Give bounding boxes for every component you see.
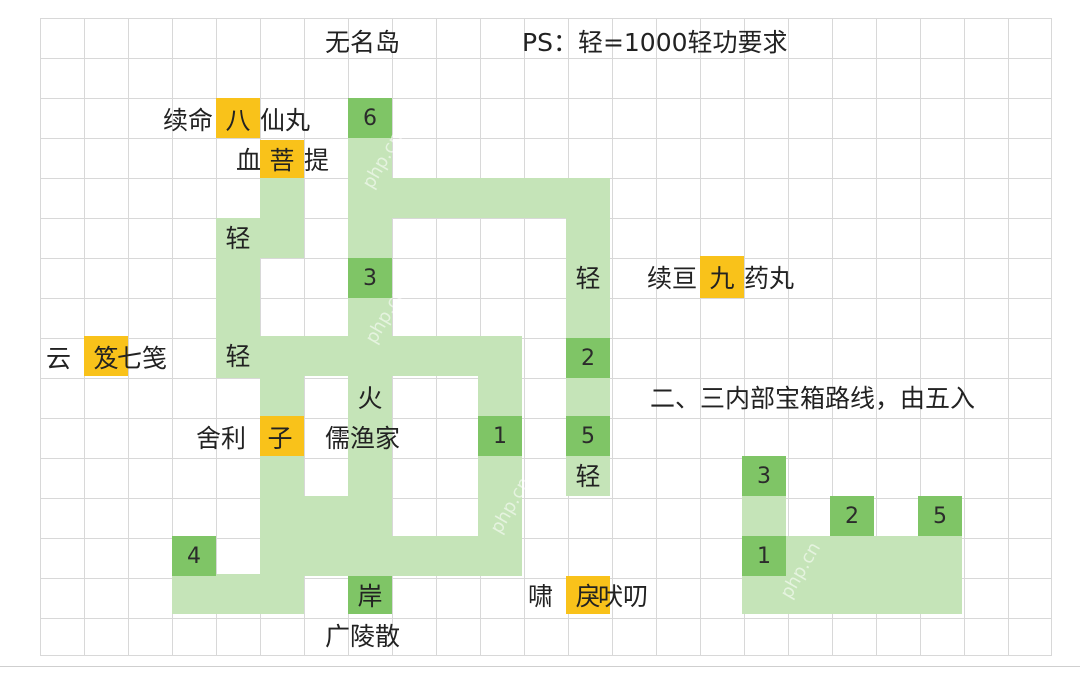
light-marker-1: 轻 bbox=[225, 224, 251, 253]
marker-3: 3 bbox=[348, 258, 392, 298]
item-xuhuo-part2: 九 bbox=[709, 264, 735, 293]
place-guangling: 广陵散 bbox=[325, 622, 401, 651]
item-xiao-part2: 戾 bbox=[575, 582, 601, 611]
highlight-xuming bbox=[216, 98, 260, 138]
highlight-xue bbox=[260, 140, 304, 178]
highlight-yun bbox=[84, 336, 128, 376]
marker-4: 4 bbox=[172, 536, 216, 576]
light-note: PS：轻=1000轻功要求 bbox=[522, 28, 788, 57]
path-bottom-horizontal bbox=[304, 536, 522, 576]
item-xue-part1: 血 bbox=[236, 146, 262, 175]
marker-5: 5 bbox=[566, 416, 610, 456]
map-title: 无名岛 bbox=[325, 28, 401, 57]
inner-route-caption: 二、三内部宝箱路线，由五入 bbox=[650, 384, 976, 413]
place-yujia: 儒渔家 bbox=[325, 424, 401, 453]
item-xuming-part1: 续命 bbox=[163, 106, 214, 135]
inner-marker-5: 5 bbox=[918, 496, 962, 536]
highlight-xiao bbox=[566, 576, 610, 614]
marker-2: 2 bbox=[566, 338, 610, 378]
path-bottom-left bbox=[172, 574, 304, 614]
highlight-xuhuo bbox=[700, 256, 744, 298]
item-yun-part1: 云 bbox=[46, 344, 72, 373]
marker-6: 6 bbox=[348, 98, 392, 138]
light-marker-2: 轻 bbox=[225, 342, 251, 371]
path-left-step bbox=[260, 218, 304, 258]
item-xiao-part1: 啸 bbox=[528, 582, 554, 611]
item-xuhuo-part1: 续亘 bbox=[647, 264, 698, 293]
light-marker-4: 轻 bbox=[575, 462, 601, 491]
item-xuming-part3: 仙丸 bbox=[260, 106, 311, 135]
light-marker-3: 轻 bbox=[575, 264, 601, 293]
highlight-sheli bbox=[260, 416, 304, 456]
inner-marker-3: 3 bbox=[742, 456, 786, 496]
item-xiao-part3: 吠叨 bbox=[598, 582, 649, 611]
item-yun-part2: 笈 bbox=[93, 344, 119, 373]
item-xue-part2: 菩 bbox=[269, 146, 295, 175]
frame-bottom-line bbox=[0, 666, 1080, 667]
item-yun-part3: 七笺 bbox=[117, 344, 168, 373]
inner-marker-1: 1 bbox=[742, 536, 786, 576]
place-fire: 火 bbox=[357, 384, 383, 413]
marker-1: 1 bbox=[478, 416, 522, 456]
item-xuming-part2: 八 bbox=[225, 106, 251, 135]
item-sheli-part2: 子 bbox=[267, 424, 293, 453]
inner-marker-2: 2 bbox=[830, 496, 874, 536]
item-xuhuo-part3: 药丸 bbox=[744, 264, 795, 293]
item-xue-part3: 提 bbox=[304, 146, 330, 175]
marker-shore bbox=[348, 576, 392, 614]
place-shore: 岸 bbox=[357, 582, 383, 611]
item-sheli-part1: 舍利 bbox=[196, 424, 247, 453]
